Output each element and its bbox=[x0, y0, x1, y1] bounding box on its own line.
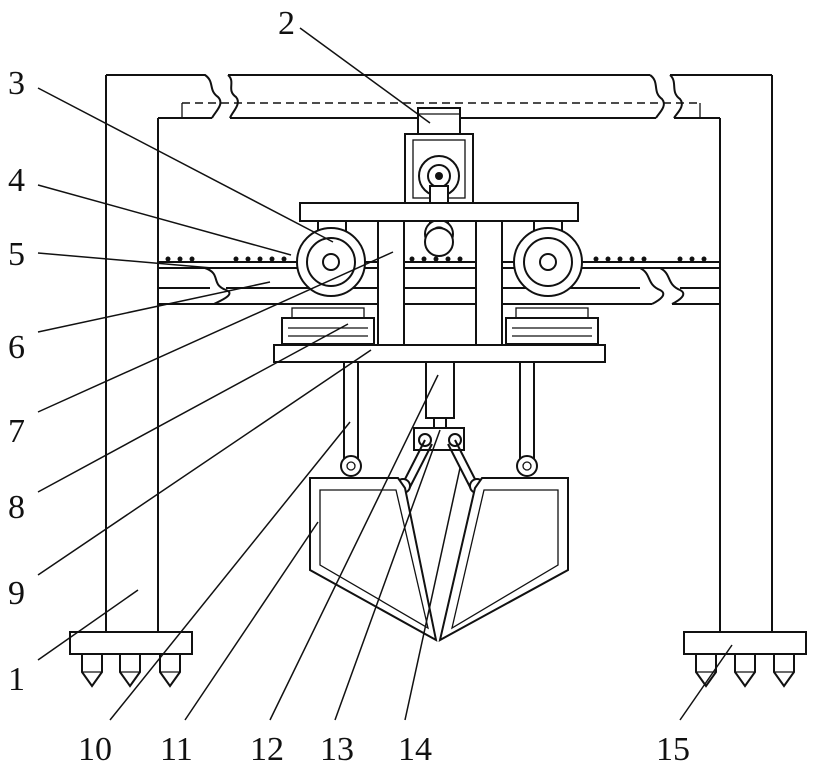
label-15: 15 bbox=[656, 731, 690, 768]
label-7: 7 bbox=[8, 413, 25, 450]
label-13: 13 bbox=[320, 731, 354, 768]
label-3: 3 bbox=[8, 65, 25, 102]
hanger-rods bbox=[341, 362, 537, 476]
label-12: 12 bbox=[250, 731, 284, 768]
label-1: 1 bbox=[8, 661, 25, 698]
label-2: 2 bbox=[278, 5, 295, 42]
label-9: 9 bbox=[8, 575, 25, 612]
label-8: 8 bbox=[8, 489, 25, 526]
label-4: 4 bbox=[8, 162, 25, 199]
rail-beam bbox=[158, 257, 720, 305]
label-11: 11 bbox=[160, 731, 193, 768]
right-base-foot bbox=[684, 632, 806, 686]
bearing-blocks bbox=[282, 308, 598, 344]
lower-plate bbox=[274, 345, 605, 362]
label-14: 14 bbox=[398, 731, 432, 768]
label-5: 5 bbox=[8, 236, 25, 273]
label-10: 10 bbox=[78, 731, 112, 768]
label-6: 6 bbox=[8, 329, 25, 366]
leader-lines bbox=[38, 28, 732, 720]
